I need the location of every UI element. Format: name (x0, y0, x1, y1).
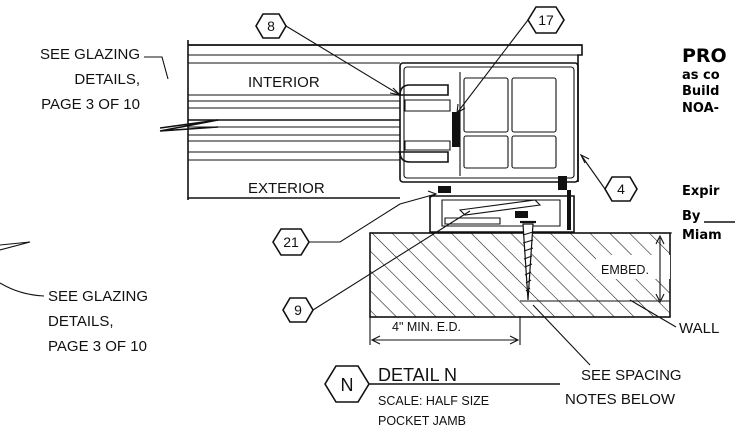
glazing-note-bottom-line1: SEE GLAZING (48, 288, 148, 305)
frame-profile (188, 44, 583, 233)
embed-label: EMBED. (601, 263, 649, 277)
glazing-note-bottom-line3: PAGE 3 OF 10 (48, 338, 147, 355)
stamp-line5: Expir (682, 184, 720, 199)
anchor-screw (520, 220, 536, 301)
callout-8: 8 (255, 13, 402, 96)
glazing-note-bottom: SEE GLAZING DETAILS, PAGE 3 OF 10 (0, 241, 148, 355)
glazing-break-arrow-bottom (0, 241, 31, 251)
glazing-note-top-line2: DETAILS, (74, 71, 140, 88)
wall-leader (629, 299, 677, 328)
glazing-note-bottom-line2: DETAILS, (48, 313, 114, 330)
callout-8-number: 8 (267, 18, 275, 34)
glazing-note-bottom-leader (0, 282, 45, 297)
callout-17-number: 17 (538, 12, 554, 28)
glazing-note-top-leader (144, 56, 169, 80)
callout-17: 17 (456, 6, 565, 115)
glass-break-arrow (159, 119, 219, 132)
spacing-note-line1: SEE SPACING (581, 367, 682, 384)
min-ed-label: 4" MIN. E.D. (392, 320, 461, 334)
detail-title-block: N DETAIL N SCALE: HALF SIZE POCKET JAMB (324, 365, 560, 428)
interior-label: INTERIOR (248, 74, 320, 91)
glazing-note-top-line1: SEE GLAZING (40, 46, 140, 63)
stamp-line7: Miam (682, 228, 722, 243)
exterior-label: EXTERIOR (248, 180, 325, 197)
detail-title: DETAIL N (378, 365, 457, 385)
stamp-line2: as co (682, 68, 720, 83)
wall-label: WALL (679, 320, 719, 337)
stamp-line4: NOA- (682, 101, 719, 116)
callout-9: 9 (282, 210, 471, 323)
detail-scale: SCALE: HALF SIZE (378, 394, 489, 408)
edge-distance-dimension: 4" MIN. E.D. (369, 316, 521, 345)
callout-9-number: 9 (294, 302, 302, 318)
glazing-panel (159, 40, 582, 200)
callout-21-number: 21 (283, 234, 299, 250)
spacing-note-line2: NOTES BELOW (565, 391, 676, 408)
stamp-line6: By (682, 209, 701, 224)
callout-4: 4 (579, 153, 638, 202)
detail-letter: N (341, 375, 354, 395)
gasket-17 (452, 112, 460, 147)
detail-subtitle: POCKET JAMB (378, 414, 466, 428)
stamp-line3: Build (682, 84, 719, 99)
stamp-line1: PRO (682, 45, 727, 67)
approval-stamp: PRO as co Build NOA- Expir By Miam (682, 45, 735, 243)
glazing-note-top-line3: PAGE 3 OF 10 (41, 96, 140, 113)
callout-21: 21 (272, 190, 438, 256)
spacing-leader (532, 304, 591, 366)
callout-4-number: 4 (617, 181, 625, 197)
glazing-note-top: SEE GLAZING DETAILS, PAGE 3 OF 10 (40, 46, 169, 113)
embed-dimension: EMBED. (520, 232, 672, 304)
